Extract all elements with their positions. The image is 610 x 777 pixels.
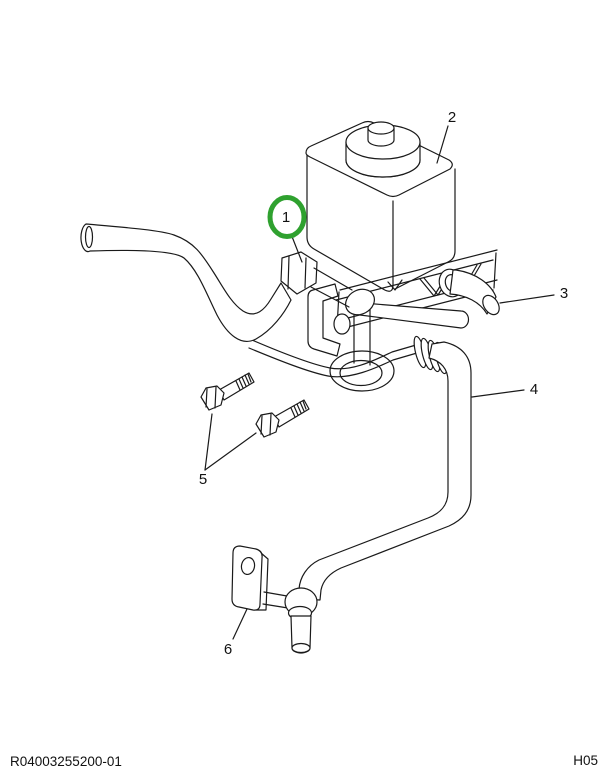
leader-2 [436, 125, 449, 164]
leader-3 [499, 294, 555, 304]
callout-6-label: 6 [224, 641, 232, 658]
tab-arm-top [263, 591, 288, 597]
elbow-hose [438, 268, 500, 316]
tab-hole [240, 556, 256, 576]
cap-knob-top [367, 121, 395, 135]
u-clamp [307, 283, 341, 357]
hex-facet-1 [287, 255, 290, 290]
tank-left-front-face [306, 151, 394, 292]
bolt1-head [200, 385, 225, 411]
fitting-tube-bottom [310, 286, 350, 308]
inlet-rounded-cap [345, 288, 375, 316]
sheet-code: H05 [573, 753, 598, 768]
leader-5a [204, 413, 213, 471]
bolt2-head [255, 412, 280, 438]
callout-labels: 1 2 3 4 5 6 [199, 109, 568, 658]
reservoir-cap [345, 121, 421, 178]
hex-facet-2 [304, 257, 307, 289]
hose1-body [80, 223, 292, 342]
hose1-open-end [84, 225, 94, 249]
mounting-tab-bracket [231, 545, 289, 611]
highlight-ring [267, 195, 307, 239]
leader-5b [204, 432, 257, 471]
frame-right-end [493, 252, 497, 289]
leader-1 [290, 233, 303, 263]
callout-1-label: 1 [282, 209, 290, 226]
callout-3-label: 3 [560, 285, 568, 302]
callout-4-label: 4 [530, 381, 538, 398]
hex-bolt-1 [200, 372, 255, 411]
hex-bolt-2 [255, 399, 310, 438]
reservoir-tank [305, 120, 456, 292]
connector-stub-cap [291, 642, 311, 654]
elbow-tip-opening [482, 294, 500, 316]
pump-oval-inner [339, 359, 383, 387]
tab-face [231, 545, 263, 611]
hose4-end-connector [284, 587, 318, 654]
pump-clamp-assembly [307, 283, 395, 392]
fitting-tube-top [313, 267, 353, 291]
thin-hard-line [248, 339, 418, 378]
supply-hose [80, 223, 353, 342]
tab-arm-bottom [262, 603, 289, 609]
hard-pipe-stub [359, 302, 470, 329]
leader-4 [471, 389, 525, 398]
callout-5-label: 5 [199, 471, 207, 488]
drawing-number: R04003255200-01 [10, 754, 122, 769]
clamp-hole [333, 313, 351, 335]
hex-fitting [280, 251, 318, 295]
leader-6 [232, 608, 248, 640]
callout-2-label: 2 [448, 109, 456, 126]
callout-leaders [204, 125, 555, 640]
